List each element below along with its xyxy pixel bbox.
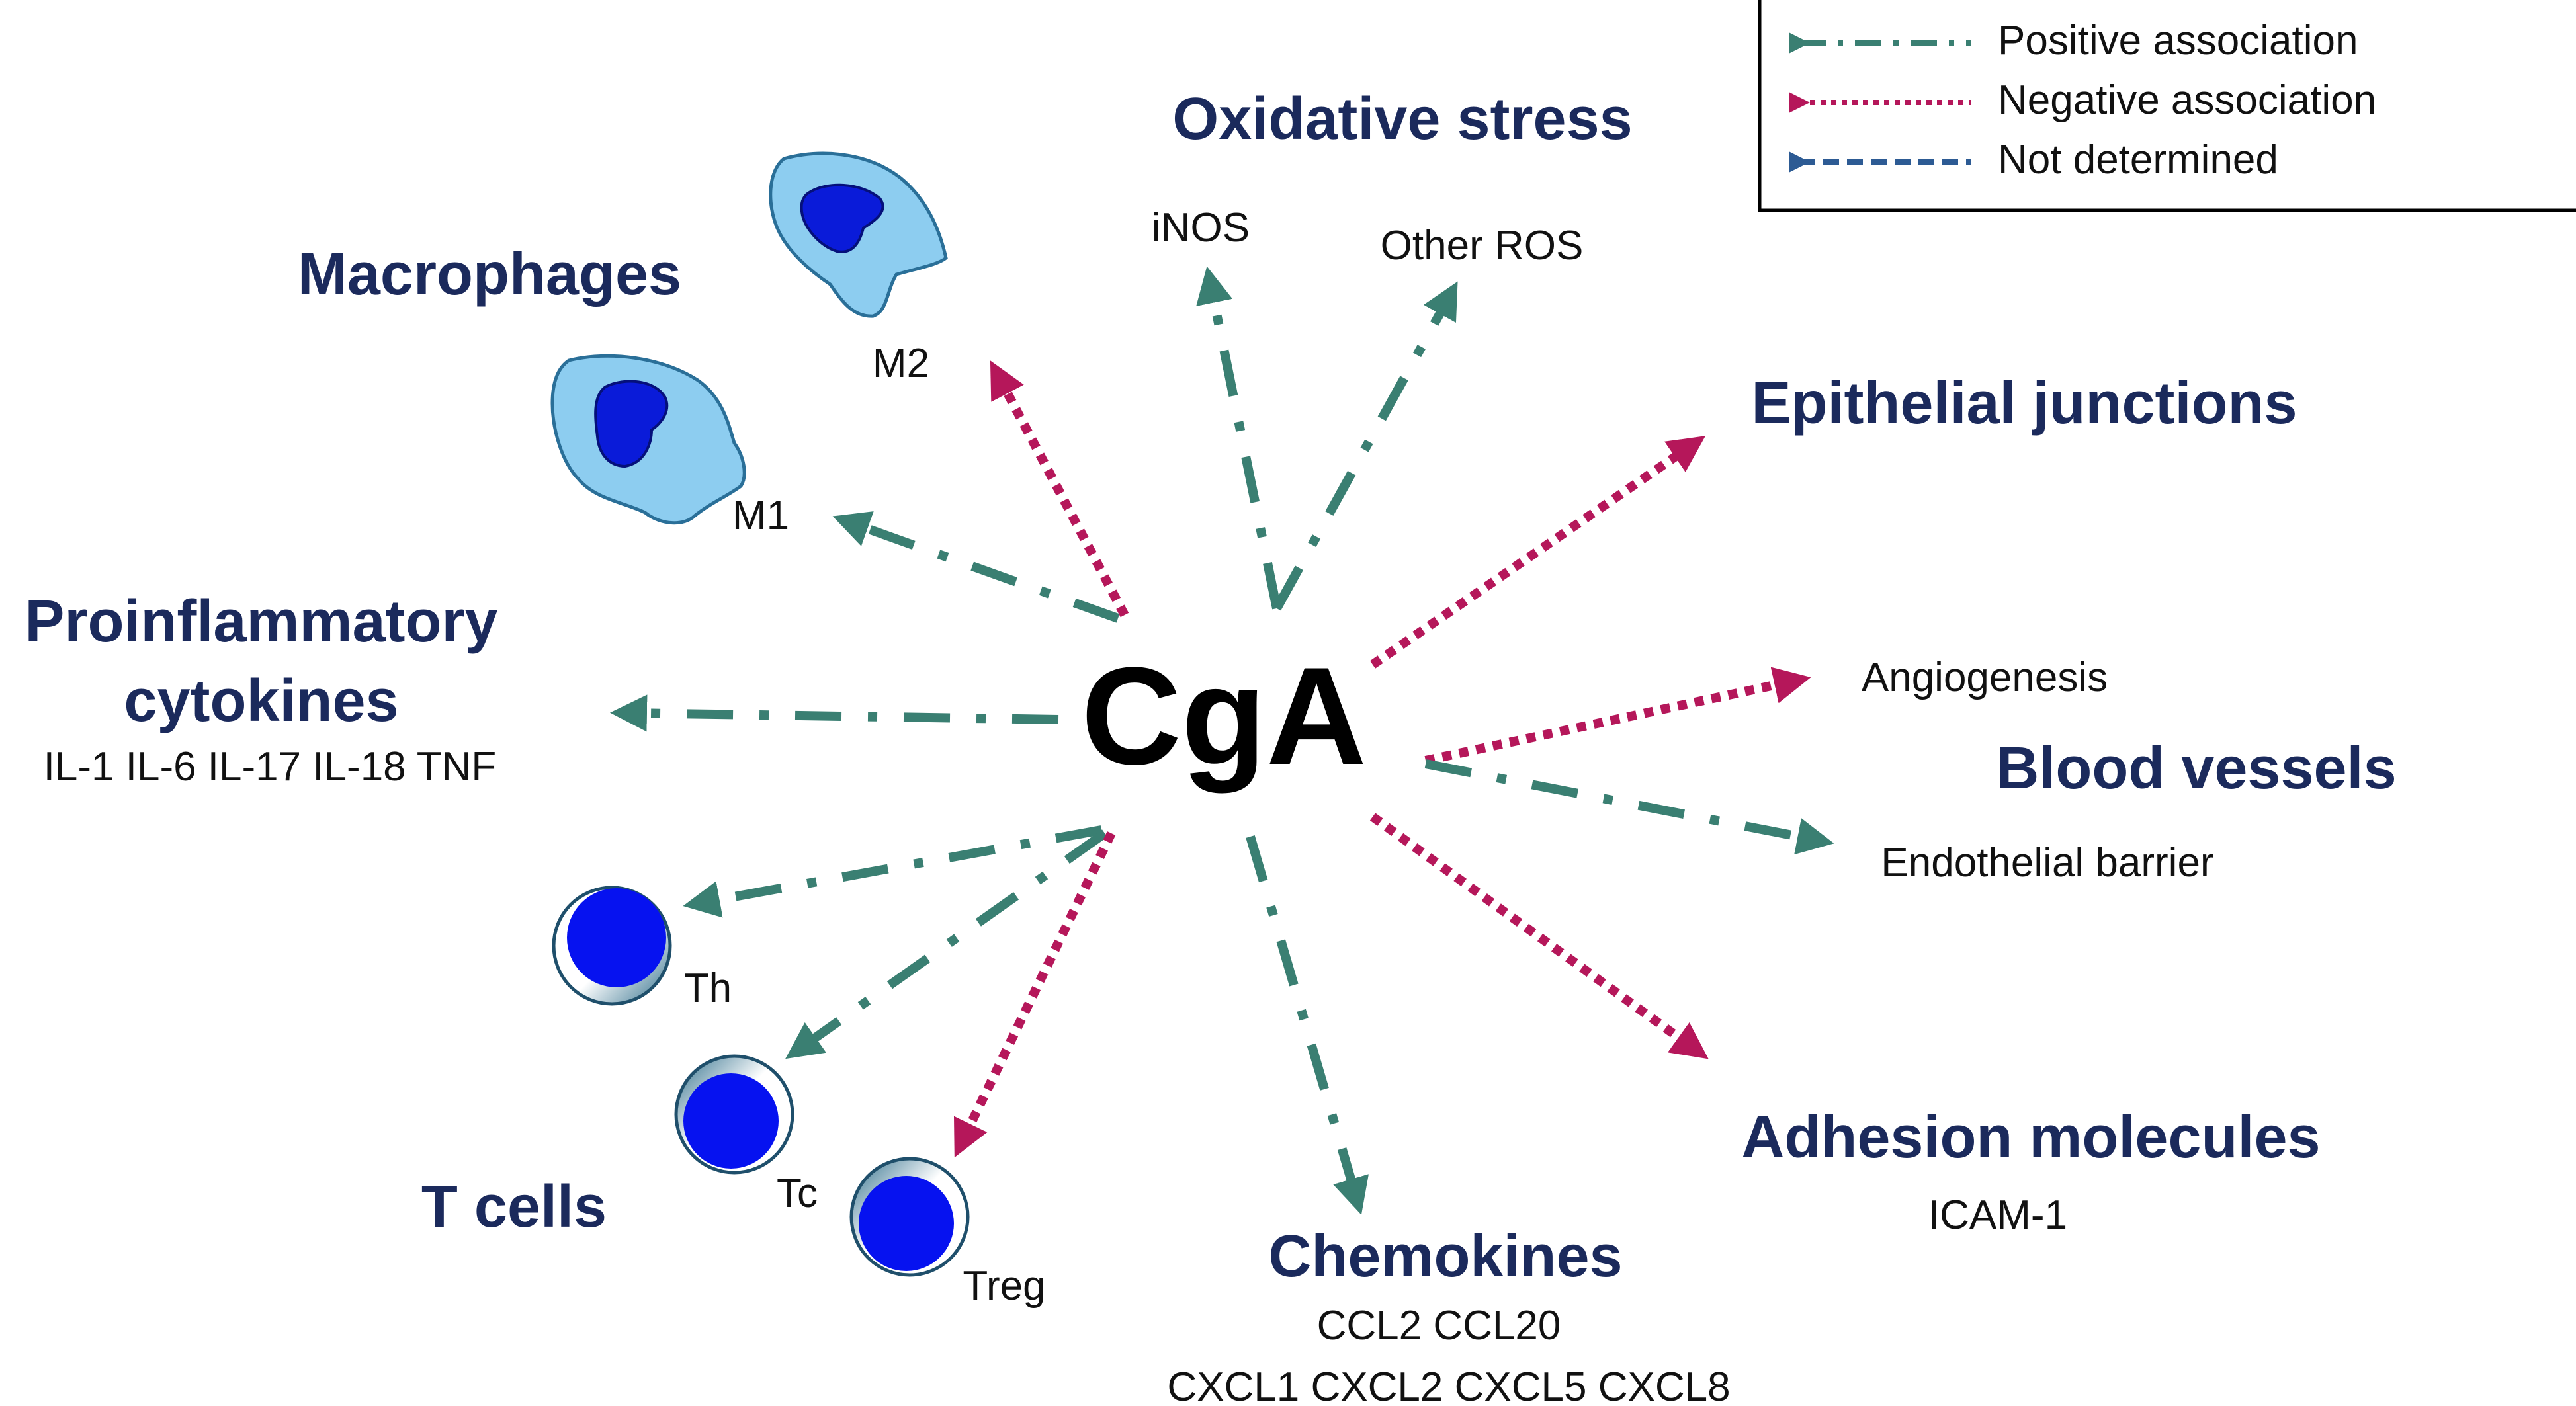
macrophage-m2-nucleus [800,183,884,253]
arrow-th [683,825,1103,918]
label-treg: Treg [963,1263,1045,1309]
label-m1: M1 [732,493,789,538]
legend-negative-label: Negative association [1998,77,2376,123]
arrow-epithelial-junctions [1370,436,1706,669]
arrow-angiogenesis [1424,667,1811,765]
t-cell-treg [849,1157,970,1277]
arrow-other-ros [1272,281,1458,611]
macrophage-m2-cell [769,151,948,318]
arrow-tc [785,829,1108,1059]
heading-adhesion-molecules: Adhesion molecules [1741,1104,2320,1171]
label-other-ros: Other ROS [1381,223,1584,269]
heading-blood-vessels: Blood vessels [1996,735,2396,802]
label-icam: ICAM-1 [1928,1192,2067,1238]
t-cell-tc [674,1054,794,1175]
t-cell-th [552,886,672,1006]
label-angiogenesis: Angiogenesis [1862,655,2108,700]
legend-not-determined-label: Not determined [1998,137,2278,183]
arrow-m2 [990,360,1129,618]
heading-epithelial-junctions: Epithelial junctions [1751,370,2297,436]
label-m2: M2 [873,341,929,386]
arrow-endothelial-barrier [1424,759,1834,855]
legend-frame [1758,0,2576,212]
arrow-adhesion-molecules [1369,813,1709,1059]
association-arrows [610,266,1834,1215]
label-chemokine-line2: CXCL1 CXCL2 CXCL5 CXCL8 [1167,1364,1730,1406]
arrow-chemokines [1246,835,1369,1215]
heading-oxidative-stress: Oxidative stress [1172,86,1632,152]
label-th: Th [684,966,732,1011]
center-label: CgA [1081,638,1367,794]
label-endothelial-barrier: Endothelial barrier [1881,840,2213,886]
arrow-treg [953,831,1116,1158]
arrow-m1 [832,511,1120,623]
t-cell-tc-nucleus [683,1073,779,1169]
label-cytokine-list: IL-1 IL-6 IL-17 IL-18 TNF [44,744,497,790]
heading-t-cells: T cells [421,1174,607,1240]
arrow-proinflammatory-cytokines [610,694,1059,732]
label-inos: iNOS [1152,205,1250,251]
heading-chemokines: Chemokines [1268,1223,1622,1290]
label-chemokine-line1: CCL2 CCL20 [1317,1303,1561,1348]
legend: Positive association Negative associatio… [1758,0,2576,212]
heading-macrophages: Macrophages [298,241,681,308]
heading-proinflammatory-line1: Proinflammatory [24,589,497,655]
t-cell-treg-nucleus [859,1176,954,1271]
arrow-inos [1196,266,1281,610]
legend-positive-label: Positive association [1998,18,2358,63]
t-cell-th-nucleus [567,888,666,987]
label-tc: Tc [777,1171,818,1216]
macrophage-m1-nucleus [594,380,669,468]
macrophage-m1-cell [550,354,746,525]
heading-proinflammatory-line2: cytokines [124,668,398,734]
